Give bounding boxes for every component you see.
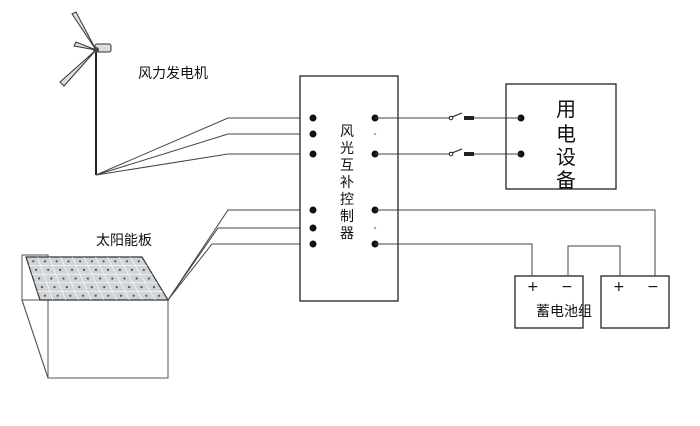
load-box xyxy=(505,83,617,190)
svg-text:+: + xyxy=(527,279,539,295)
wind-turbine-icon xyxy=(59,11,112,175)
controller-terminals xyxy=(309,114,379,248)
svg-text:光: 光 xyxy=(340,141,354,157)
svg-text:补: 补 xyxy=(340,175,354,191)
battery-terminal-signs: + − + − xyxy=(527,279,659,295)
switch-icon xyxy=(448,112,474,157)
svg-text:设: 设 xyxy=(556,145,576,169)
battery-bank-label: 蓄电池组 xyxy=(536,304,592,320)
wind-wires xyxy=(95,117,312,176)
svg-text:用: 用 xyxy=(556,97,576,121)
svg-text:制: 制 xyxy=(340,209,354,225)
svg-text:互: 互 xyxy=(340,158,354,174)
svg-text:控: 控 xyxy=(340,192,354,208)
solar-wires xyxy=(167,209,312,301)
svg-text:−: − xyxy=(647,279,659,295)
battery-wires xyxy=(375,209,656,276)
load-wires xyxy=(375,117,521,155)
svg-text:器: 器 xyxy=(340,226,354,242)
svg-text:+: + xyxy=(613,279,625,295)
controller-label: 风 光 互 补 控 制 器 xyxy=(340,124,354,242)
svg-text:电: 电 xyxy=(556,122,576,146)
svg-text:备: 备 xyxy=(556,168,576,192)
solar-panel-icon xyxy=(21,254,170,379)
battery-icon xyxy=(514,275,670,329)
controller-box xyxy=(299,75,399,302)
svg-text:−: − xyxy=(561,279,573,295)
svg-text:风: 风 xyxy=(340,124,354,140)
solar-panel-label: 太阳能板 xyxy=(96,233,152,249)
wind-turbine-label: 风力发电机 xyxy=(138,66,208,82)
load-label: 用 电 设 备 xyxy=(556,97,576,192)
